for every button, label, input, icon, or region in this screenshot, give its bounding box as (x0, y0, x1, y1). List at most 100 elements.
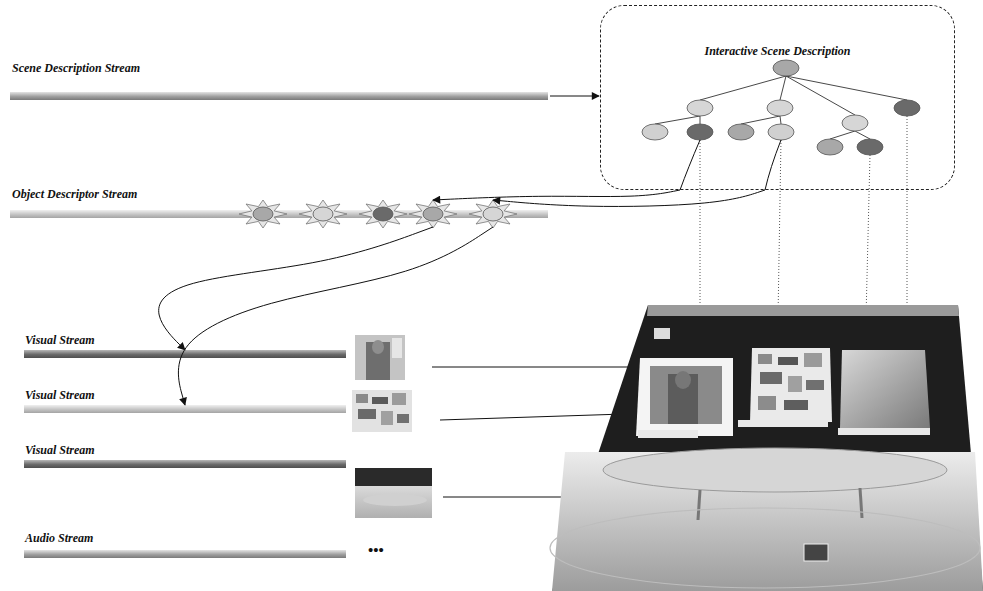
stream-bar: Visual Stream (24, 405, 346, 413)
descriptor-star (299, 200, 347, 228)
connector-arrow (550, 96, 599, 97)
thumbnail (352, 390, 412, 432)
tree-node (768, 124, 794, 140)
descriptor-star (469, 200, 517, 228)
tree-branch (700, 116, 701, 124)
scene-tree (655, 76, 907, 139)
descriptor-core (483, 207, 503, 221)
tree-node (687, 124, 713, 140)
thumbnail (355, 335, 405, 380)
dotted-link (907, 116, 908, 318)
tree-branch (780, 76, 786, 100)
stream-label: Visual Stream (25, 388, 347, 402)
panel-picture (758, 354, 772, 364)
screen-icon (804, 544, 828, 561)
tree-branch (786, 76, 855, 115)
thumbnail-detail (397, 414, 409, 423)
connector-arrow (178, 227, 493, 405)
tree-branch (741, 116, 780, 124)
stream-bar: Audio Stream (24, 550, 346, 558)
stream-label: Object Descriptor Stream (12, 187, 550, 201)
tree-node (728, 124, 754, 140)
tree-node (773, 60, 799, 76)
scene-box: Interactive Scene Description (600, 5, 955, 190)
panel-caption-strip (638, 430, 698, 438)
connector-arrow (433, 190, 680, 200)
panel-picture (650, 366, 722, 424)
panel-caption-strip (838, 428, 930, 435)
tree-node (687, 100, 713, 116)
thumbnail-detail (355, 468, 432, 486)
stream-bar: Scene Description Stream (10, 92, 548, 100)
descriptor-core (423, 207, 443, 221)
link-stub (680, 140, 700, 190)
tree-node (842, 115, 868, 131)
tree-branch (700, 76, 786, 100)
rendered-scene (550, 305, 983, 591)
connector-arrow (159, 227, 433, 350)
scene-floor-ring (550, 508, 980, 588)
panel-picture (778, 357, 798, 365)
dotted-link (778, 140, 781, 318)
panel-picture (804, 353, 822, 367)
screen (552, 305, 983, 591)
stream-label: Scene Description Stream (12, 61, 550, 75)
panel-caption-strip (738, 420, 828, 427)
thumbnail-figure (372, 340, 384, 354)
panel-picture (675, 371, 691, 389)
tree-branch (655, 116, 700, 124)
panel-picture (788, 376, 802, 392)
descriptor-star (359, 200, 407, 228)
stream-label: Visual Stream (25, 333, 347, 347)
tree-node (767, 100, 793, 116)
descriptor-core (313, 207, 333, 221)
descriptor-star (239, 200, 287, 228)
stream-label: Visual Stream (25, 443, 347, 457)
stream-bar: Visual Stream (24, 350, 346, 358)
table-leg (860, 488, 862, 518)
thumbnail-detail (381, 411, 393, 425)
dotted-link (700, 140, 701, 318)
thumbnail-detail (356, 394, 368, 403)
table-leg (698, 490, 700, 520)
dotted-link (866, 155, 870, 318)
scene-panel (750, 348, 832, 422)
stream-thumbnails (352, 335, 432, 518)
tree-node (894, 100, 920, 116)
thumbnail-detail (363, 494, 427, 506)
thumbnail (355, 468, 432, 518)
panel-picture (758, 396, 776, 410)
tree-node (642, 124, 668, 140)
link-stubs (680, 140, 781, 190)
thumbnail-detail (358, 409, 376, 419)
scene-panel (636, 358, 733, 436)
tree-branch (830, 131, 855, 139)
tree-node (857, 139, 883, 155)
link-stub (765, 140, 781, 190)
continuation-mark: ••• (368, 542, 384, 558)
tree-branch (786, 76, 907, 100)
descriptor-core (253, 207, 273, 221)
screen-icon (654, 328, 670, 339)
stream-label: Audio Stream (25, 531, 347, 545)
scene-panel (840, 350, 930, 428)
object-descriptors (239, 200, 517, 228)
stream-bar: Visual Stream (24, 460, 346, 468)
thumbnail-detail (372, 397, 388, 404)
thumbnail-detail (392, 393, 406, 405)
scene-table (603, 448, 947, 492)
thumbnail-detail (392, 338, 402, 358)
panel-picture (760, 372, 782, 384)
tree-branch (855, 131, 870, 139)
box-title: Interactive Scene Description (705, 44, 851, 58)
screen-title-bar (647, 305, 959, 316)
tree-branch (780, 116, 781, 124)
tree-node (817, 139, 843, 155)
descriptor-star (409, 200, 457, 228)
connector-arrow (493, 190, 765, 206)
panel-picture (806, 380, 824, 390)
panel-picture (784, 400, 808, 410)
